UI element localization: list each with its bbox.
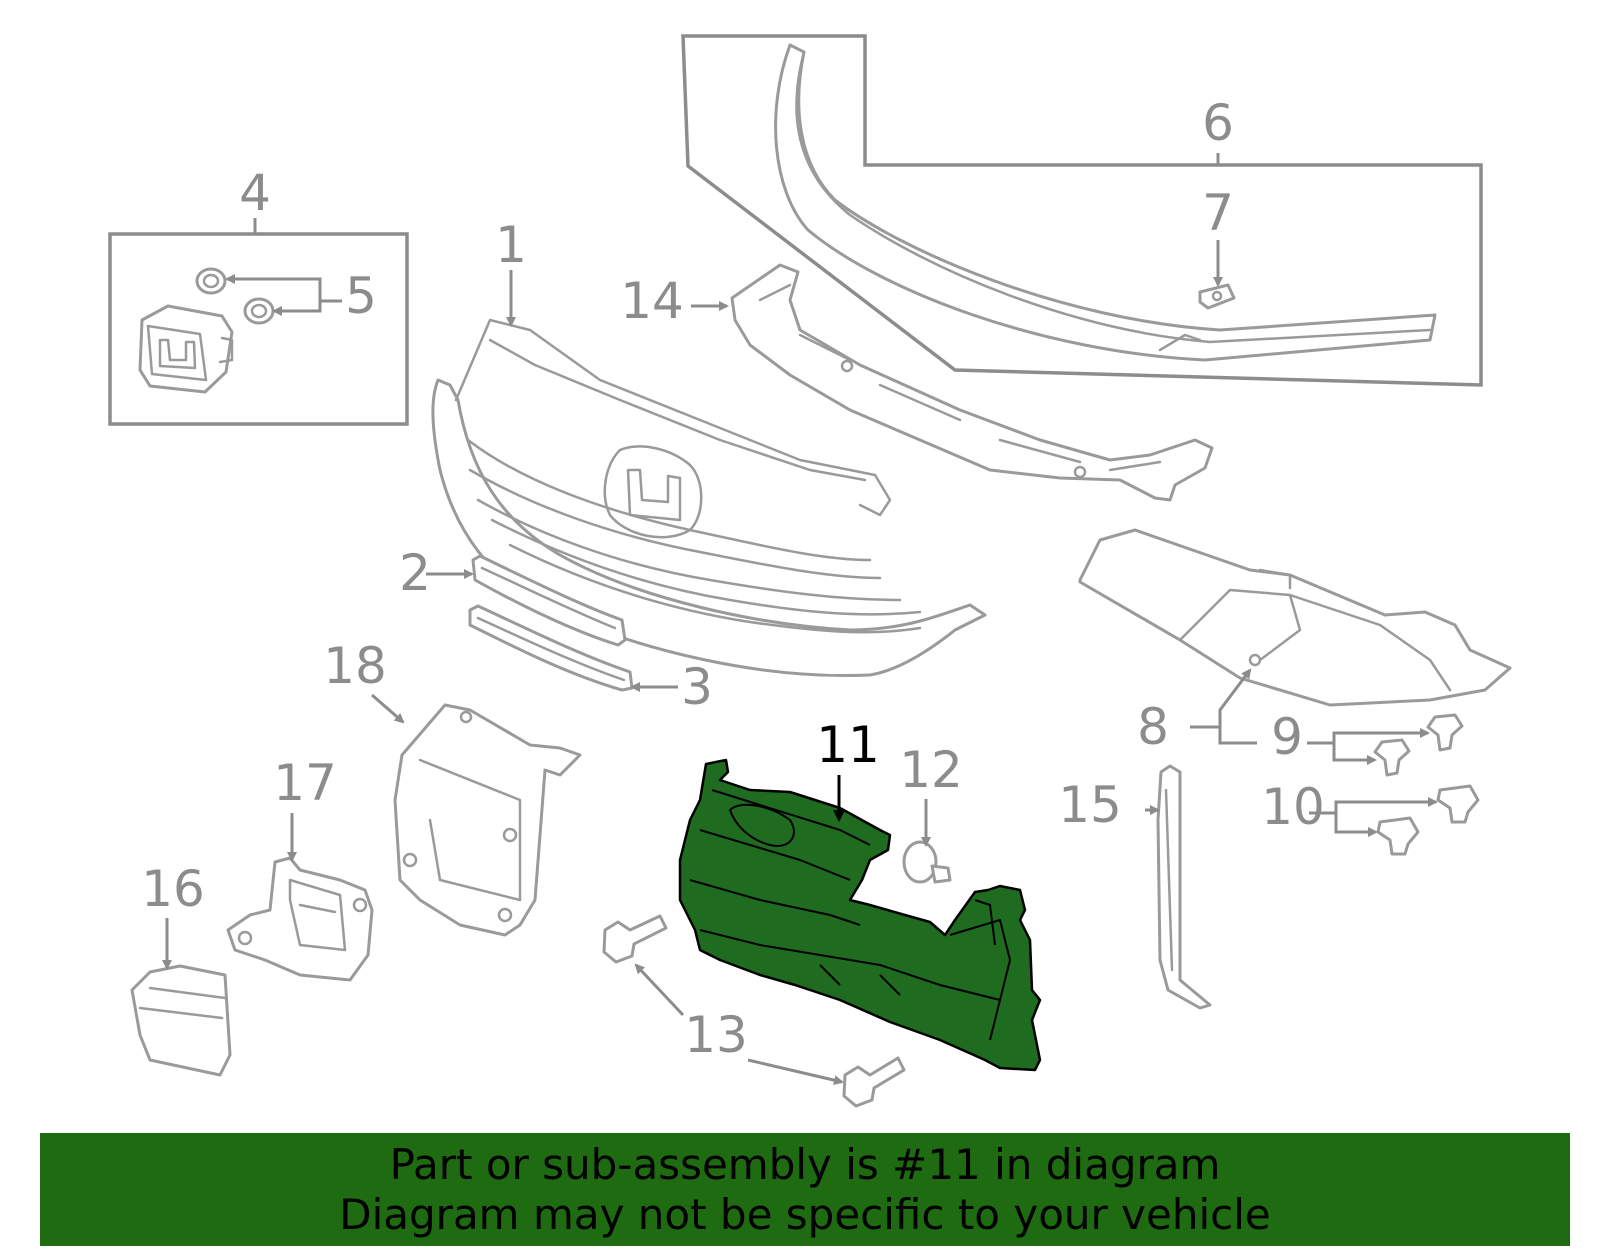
part-15-side-bracket[interactable]: [1156, 764, 1212, 1010]
leader-8b: [1218, 727, 1257, 745]
group-box-6: [681, 34, 1483, 387]
part-7-clip[interactable]: [1198, 283, 1236, 310]
callout-18: 18: [323, 637, 387, 695]
leader-8: [1190, 668, 1252, 729]
part-17-sensor-bracket[interactable]: [226, 856, 374, 982]
part-8-under-cover[interactable]: [1078, 528, 1512, 707]
leader-10b: [1334, 813, 1378, 837]
part-14-upper-support[interactable]: [730, 263, 1214, 502]
callout-15: 15: [1058, 776, 1122, 834]
callout-4: 4: [239, 164, 271, 222]
leader-9b: [1332, 743, 1377, 765]
part-6-grille-trim[interactable]: [774, 43, 1437, 362]
callout-13: 13: [684, 1006, 748, 1064]
part-4-emblem[interactable]: [138, 304, 234, 394]
part-16-sensor[interactable]: [130, 964, 232, 1077]
callout-3: 3: [681, 658, 713, 716]
part-11-bumper-absorber[interactable]: [678, 758, 1042, 1072]
part-5-nuts[interactable]: [195, 267, 275, 325]
callout-labels: 1 2 3 4 5 6 7 8 9 10 11 12 13 14 15 16 1…: [141, 94, 1325, 1064]
leader-9: [1307, 728, 1430, 745]
callout-16: 16: [141, 860, 205, 918]
part-9-push-clips[interactable]: [1373, 713, 1464, 777]
callout-14: 14: [620, 272, 684, 330]
leader-13a: [634, 963, 685, 1017]
callout-17: 17: [273, 754, 337, 812]
callout-1: 1: [495, 216, 527, 274]
banner-line-1: Part or sub-assembly is #11 in diagram: [389, 1139, 1221, 1189]
part-12-clip[interactable]: [902, 840, 952, 884]
part-10-clips[interactable]: [1376, 784, 1480, 856]
banner-line-2: Diagram may not be specific to your vehi…: [339, 1189, 1271, 1239]
part-13-bolts[interactable]: [602, 914, 906, 1108]
part-2-lower-grille[interactable]: [471, 554, 627, 647]
callout-5: 5: [345, 267, 377, 325]
callout-12: 12: [899, 741, 963, 799]
leader-13b: [747, 1058, 844, 1086]
callout-11: 11: [816, 716, 880, 774]
callout-9: 9: [1271, 708, 1303, 766]
info-banner: Part or sub-assembly is #11 in diagram D…: [40, 1133, 1570, 1246]
callout-6: 6: [1202, 94, 1234, 152]
callout-7: 7: [1202, 184, 1234, 242]
leader-10: [1309, 797, 1438, 815]
callout-2: 2: [399, 544, 431, 602]
leader-5: [225, 274, 342, 303]
callout-8: 8: [1137, 698, 1169, 756]
leader-18: [371, 693, 405, 724]
part-18-bracket[interactable]: [393, 703, 582, 937]
leader-5b: [272, 301, 322, 316]
leader-lines: [162, 153, 1438, 1086]
callout-10: 10: [1261, 778, 1325, 836]
